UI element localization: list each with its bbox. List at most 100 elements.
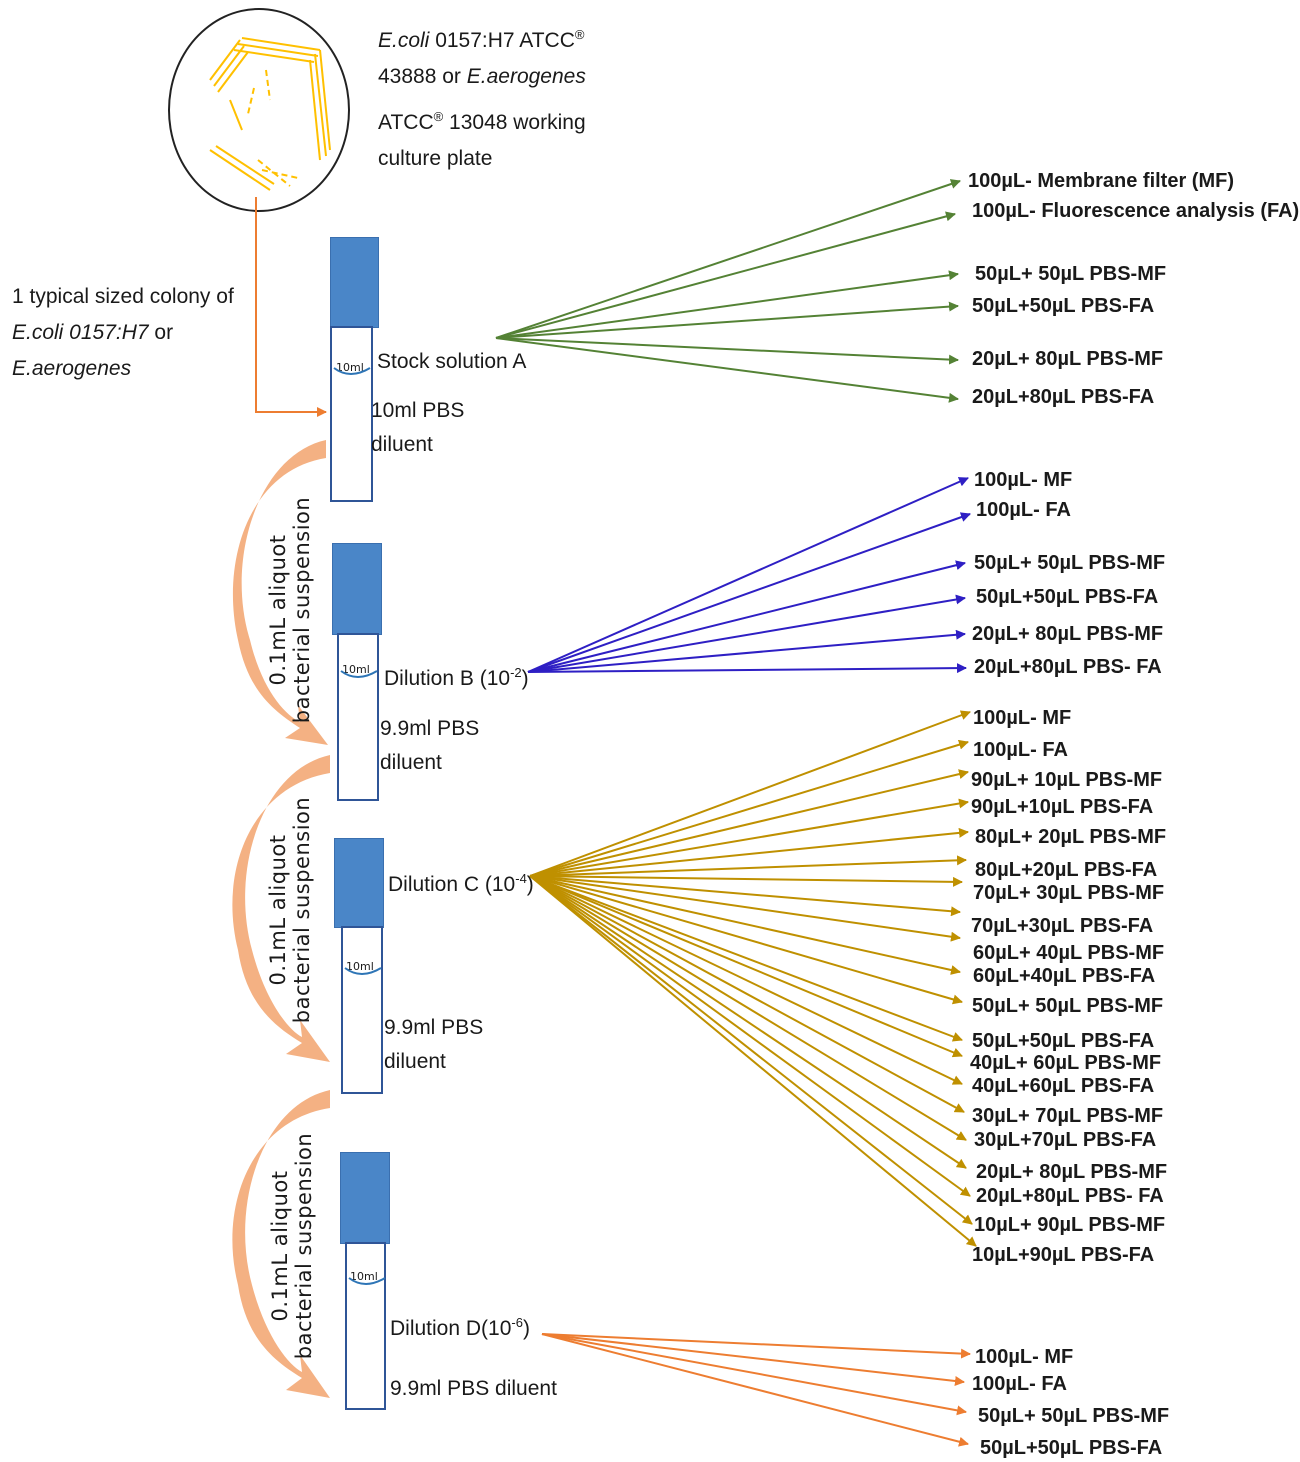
tube-c-name: Dilution C (10-4) bbox=[388, 871, 534, 896]
streak-line bbox=[265, 69, 271, 101]
dilution-b-output-label: 50µL+50µL PBS-FA bbox=[976, 586, 1159, 608]
dilution-b-arrow bbox=[527, 629, 966, 673]
dilution-b-arrow bbox=[527, 663, 967, 674]
tube-b-diluent-1: 9.9ml PBS bbox=[380, 717, 480, 740]
dilution-c-output-label: 60µL+ 40µL PBS-MF bbox=[973, 942, 1165, 964]
dilution-c-arrow bbox=[529, 875, 961, 917]
culture-plate bbox=[168, 8, 350, 212]
tube-c-meniscus bbox=[344, 967, 382, 975]
tube-c-mark: 10ml bbox=[346, 960, 374, 973]
stock-output-label: 100µL- Membrane filter (MF) bbox=[968, 170, 1235, 192]
dilution-d-arrow bbox=[541, 1333, 971, 1359]
streak-line bbox=[237, 43, 319, 57]
dilution-c-output-label: 50µL+ 50µL PBS-MF bbox=[972, 995, 1164, 1017]
dilution-d-output-label: 50µL+50µL PBS-FA bbox=[980, 1437, 1163, 1459]
dilution-c-arrow bbox=[529, 769, 969, 877]
dilution-c-arrow bbox=[529, 875, 963, 1085]
dilution-c-output-label: 30µL+ 70µL PBS-MF bbox=[972, 1105, 1164, 1127]
stock-arrow bbox=[495, 270, 959, 339]
dilution-b-output-label: 100µL- MF bbox=[974, 469, 1073, 491]
dilution-c-output-label: 80µL+ 20µL PBS-MF bbox=[975, 826, 1167, 848]
tube-a-meniscus bbox=[333, 367, 371, 375]
tube-c-diluent-2: diluent bbox=[384, 1050, 446, 1073]
streak-line bbox=[229, 99, 243, 131]
dilution-c-output-label: 60µL+40µL PBS-FA bbox=[973, 965, 1156, 987]
dilution-d-arrow bbox=[541, 1333, 965, 1386]
stock-output-label: 50µL+50µL PBS-FA bbox=[972, 295, 1155, 317]
dilution-b-arrow bbox=[527, 477, 969, 673]
tube-a-cap bbox=[330, 237, 379, 328]
dilution-c-output-label: 70µL+ 30µL PBS-MF bbox=[973, 882, 1165, 904]
dilution-b-output-label: 50µL+ 50µL PBS-MF bbox=[974, 552, 1166, 574]
stock-output-label: 50µL+ 50µL PBS-MF bbox=[975, 263, 1167, 285]
streak-line bbox=[261, 169, 299, 179]
dilution-c-output-label: 100µL- FA bbox=[973, 739, 1068, 761]
dilution-b-arrow bbox=[527, 560, 966, 673]
colony-note-line-1: 1 typical sized colony of bbox=[12, 285, 234, 308]
tube-b-diluent-2: diluent bbox=[380, 751, 442, 774]
tube-b: 10ml bbox=[337, 633, 379, 801]
tube-d-mark: 10ml bbox=[350, 1270, 378, 1283]
tube-a-name: Stock solution A bbox=[377, 350, 527, 373]
stock-arrow bbox=[495, 301, 959, 339]
streak-line bbox=[209, 149, 271, 191]
dilution-c-output-label: 10µL+ 90µL PBS-MF bbox=[974, 1214, 1166, 1236]
dilution-c-arrow bbox=[529, 875, 977, 1247]
colony-arrow bbox=[255, 197, 327, 417]
dilution-d-output-label: 50µL+ 50µL PBS-MF bbox=[978, 1405, 1170, 1427]
streak-line bbox=[241, 37, 321, 51]
dilution-c-arrow bbox=[529, 875, 965, 1113]
dilution-c-output-label: 40µL+ 60µL PBS-MF bbox=[970, 1052, 1162, 1074]
transfer-arrow-c-to-d bbox=[232, 1090, 330, 1398]
plate-label-line-4: culture plate bbox=[378, 147, 493, 170]
streak-line bbox=[314, 53, 327, 157]
plate-label-line-3: ATCC® 13048 working bbox=[378, 109, 586, 134]
tube-b-mark: 10ml bbox=[342, 663, 370, 676]
dilution-c-arrow bbox=[529, 875, 961, 975]
dilution-c-arrow bbox=[529, 855, 967, 877]
streak-line bbox=[309, 59, 321, 161]
stock-output-label: 20µL+ 80µL PBS-MF bbox=[972, 348, 1164, 370]
dilution-c-arrow bbox=[529, 875, 967, 1169]
dilution-c-arrow bbox=[529, 875, 963, 1058]
tube-a-mark: 10ml bbox=[336, 361, 364, 374]
stock-arrow bbox=[495, 211, 956, 339]
streak-line bbox=[217, 51, 249, 93]
dilution-c-arrow bbox=[529, 875, 963, 1042]
transfer-arrow-b-to-c bbox=[232, 755, 330, 1062]
dilution-c-arrow bbox=[529, 827, 969, 877]
tube-c-cap bbox=[334, 838, 384, 928]
streak-line bbox=[213, 45, 245, 87]
dilution-b-output-label: 20µL+80µL PBS- FA bbox=[974, 656, 1162, 678]
dilution-c-arrow bbox=[529, 739, 969, 877]
dilution-c-output-label: 30µL+70µL PBS-FA bbox=[974, 1129, 1157, 1151]
plate-label-line-2: 43888 or E.aerogenes bbox=[378, 65, 586, 88]
tube-b-cap bbox=[332, 543, 382, 635]
dilution-c-output-label: 20µL+ 80µL PBS-MF bbox=[976, 1161, 1168, 1183]
tube-a-diluent-1: 10ml PBS bbox=[371, 399, 465, 422]
dilution-c-output-label: 50µL+50µL PBS-FA bbox=[972, 1030, 1155, 1052]
tube-d: 10ml bbox=[345, 1242, 386, 1410]
streak-line bbox=[209, 39, 241, 81]
dilution-c-output-label: 10µL+90µL PBS-FA bbox=[972, 1244, 1155, 1266]
dilution-c-output-label: 70µL+30µL PBS-FA bbox=[971, 915, 1154, 937]
dilution-b-arrow bbox=[527, 512, 971, 673]
tube-c-diluent-1: 9.9ml PBS bbox=[384, 1016, 484, 1039]
tube-c: 10ml bbox=[341, 926, 383, 1094]
dilution-c-arrow bbox=[529, 875, 961, 942]
tube-d-cap bbox=[340, 1152, 390, 1244]
dilution-c-arrow bbox=[529, 875, 963, 1005]
streak-line bbox=[319, 49, 331, 151]
dilution-c-arrow bbox=[529, 875, 963, 887]
dilution-c-arrow bbox=[529, 875, 971, 1197]
plate-label-line-1: E.coli 0157:H7 ATCC® bbox=[378, 27, 585, 52]
dilution-c-arrow bbox=[529, 710, 971, 877]
tube-a: 10ml bbox=[330, 326, 373, 502]
tube-d-diluent: 9.9ml PBS diluent bbox=[390, 1377, 557, 1400]
tube-d-name: Dilution D(10-6) bbox=[390, 1315, 530, 1340]
